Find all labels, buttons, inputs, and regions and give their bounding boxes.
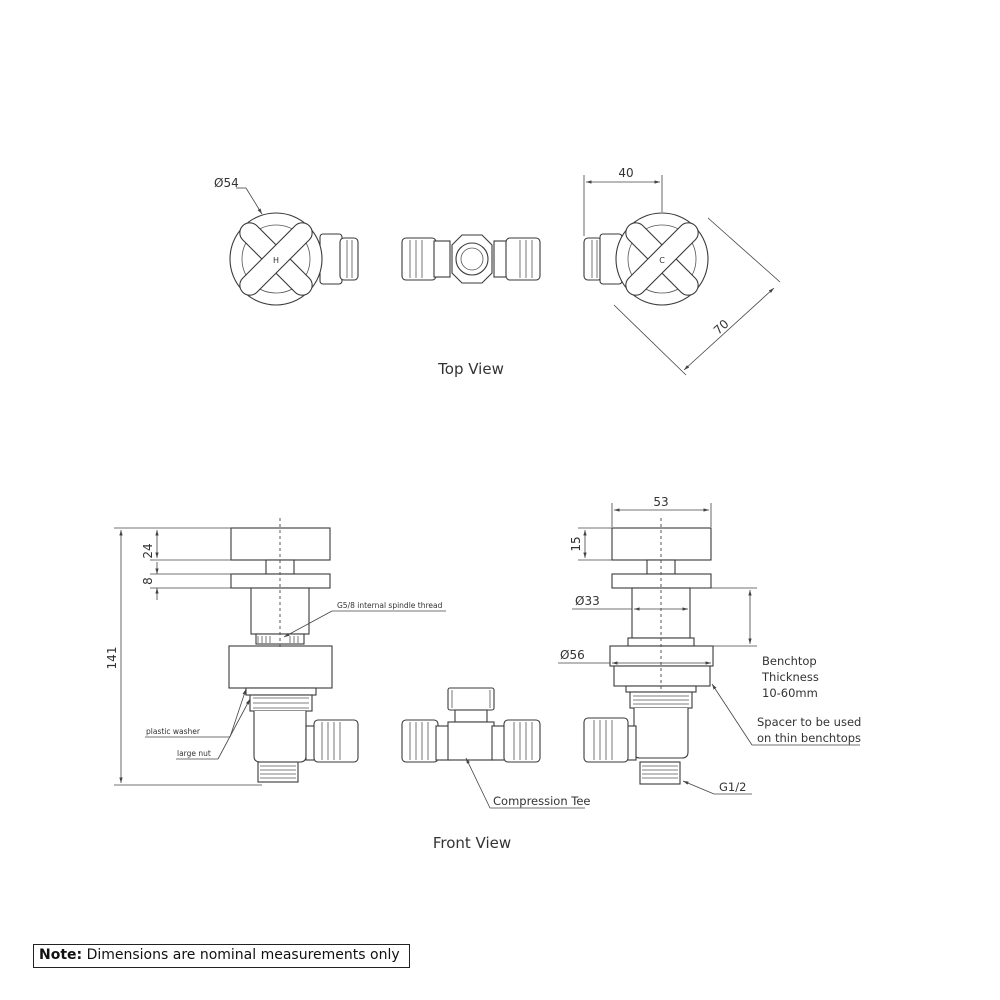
compression-tee-front: Compression Tee [401, 687, 591, 809]
label-spacer-line1: Spacer to be used [757, 715, 861, 729]
note-box: Note: Dimensions are nominal measurement… [33, 944, 410, 968]
top-view: H Ø54 [214, 166, 781, 378]
dim-depth: 40 [618, 166, 633, 180]
front-view-right-tap [583, 518, 714, 785]
label-spacer-line2: on thin benchtops [757, 731, 861, 745]
dim-handle-width: 53 [653, 495, 668, 509]
dim-handle-diameter: Ø54 [214, 176, 239, 190]
hot-tap-top: H [229, 212, 359, 306]
dim-diagonal: 70 [711, 317, 732, 338]
dim-handle-height-right: 15 [569, 536, 583, 551]
front-view-right-dims: 53 15 Ø33 Ø56 Benchtop Thickness 10-60mm… [558, 495, 861, 795]
label-benchtop-line1: Benchtop [762, 654, 817, 668]
label-compression-tee: Compression Tee [493, 794, 591, 808]
note-text: Dimensions are nominal measurements only [86, 947, 400, 963]
front-view-title: Front View [433, 834, 511, 852]
front-view-left-dims: 141 24 8 G5/8 internal spindle thread pl… [105, 527, 446, 786]
dim-handle-height: 24 [141, 543, 155, 558]
dim-overall-height: 141 [105, 647, 119, 670]
note-prefix: Note: [39, 947, 83, 963]
label-benchtop-line2: Thickness [761, 670, 819, 684]
label-benchtop-line3: 10-60mm [762, 686, 818, 700]
dim-body-diameter: Ø33 [575, 594, 600, 608]
top-view-title: Top View [437, 360, 504, 378]
label-large-nut: large nut [177, 749, 211, 758]
label-spindle-thread: G5/8 internal spindle thread [337, 601, 443, 610]
label-plastic-washer: plastic washer [146, 727, 201, 736]
cold-marker: C [659, 256, 665, 265]
compression-tee-top [401, 234, 541, 284]
dim-flange-diameter: Ø56 [560, 648, 585, 662]
label-thread: G1/2 [719, 780, 746, 794]
front-view-left-tap [228, 518, 359, 783]
cold-tap-top: C [583, 212, 709, 306]
hot-marker: H [273, 256, 279, 265]
dim-collar-height: 8 [141, 577, 155, 585]
